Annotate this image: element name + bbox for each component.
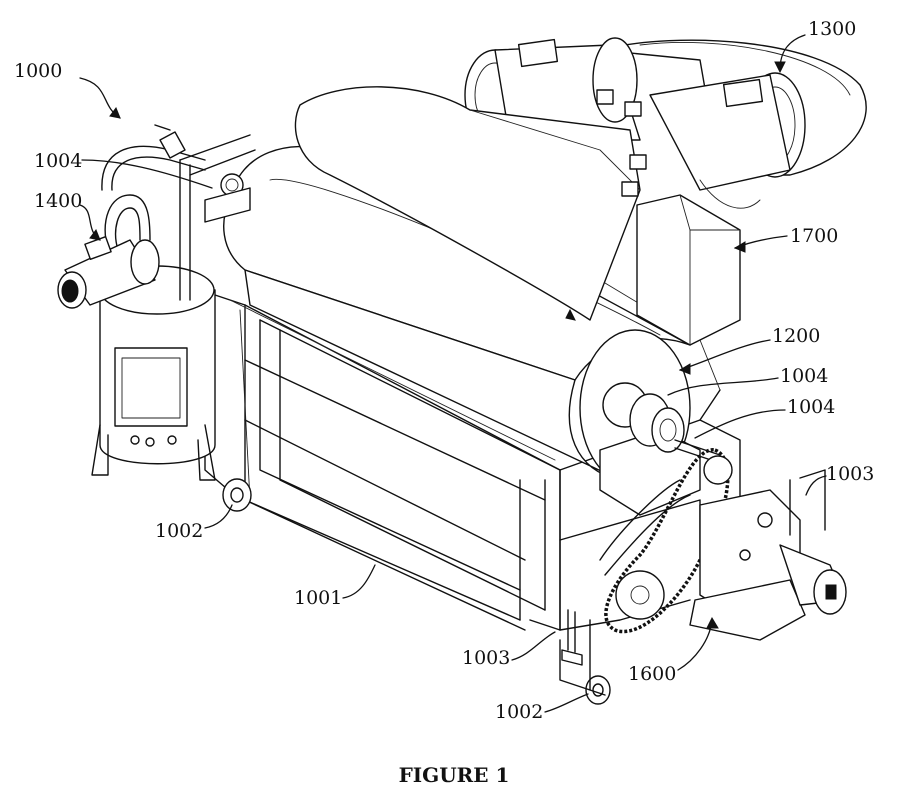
- wheels-and-jacks: [223, 479, 610, 704]
- label-1001: 1001: [294, 587, 342, 609]
- label-1004-rear: 1004: [34, 150, 82, 172]
- label-1002-left: 1002: [155, 520, 203, 542]
- label-1004-front-upper: 1004: [780, 365, 828, 387]
- gearbox-motor: [690, 470, 846, 640]
- label-1003-right: 1003: [826, 463, 874, 485]
- control-box: [637, 195, 740, 345]
- label-1300: 1300: [808, 18, 856, 40]
- label-1200: 1200: [772, 325, 820, 347]
- feed-tank: [92, 125, 215, 480]
- label-1600: 1600: [628, 663, 676, 685]
- label-1700: 1700: [790, 225, 838, 247]
- label-1003-front: 1003: [462, 647, 510, 669]
- label-1000: 1000: [14, 60, 62, 82]
- label-1004-front-lower: 1004: [787, 396, 835, 418]
- figure-caption: FIGURE 1: [399, 763, 510, 787]
- label-1002-front: 1002: [495, 701, 543, 723]
- front-bearing-pulleys: [600, 383, 720, 515]
- label-1400: 1400: [34, 190, 82, 212]
